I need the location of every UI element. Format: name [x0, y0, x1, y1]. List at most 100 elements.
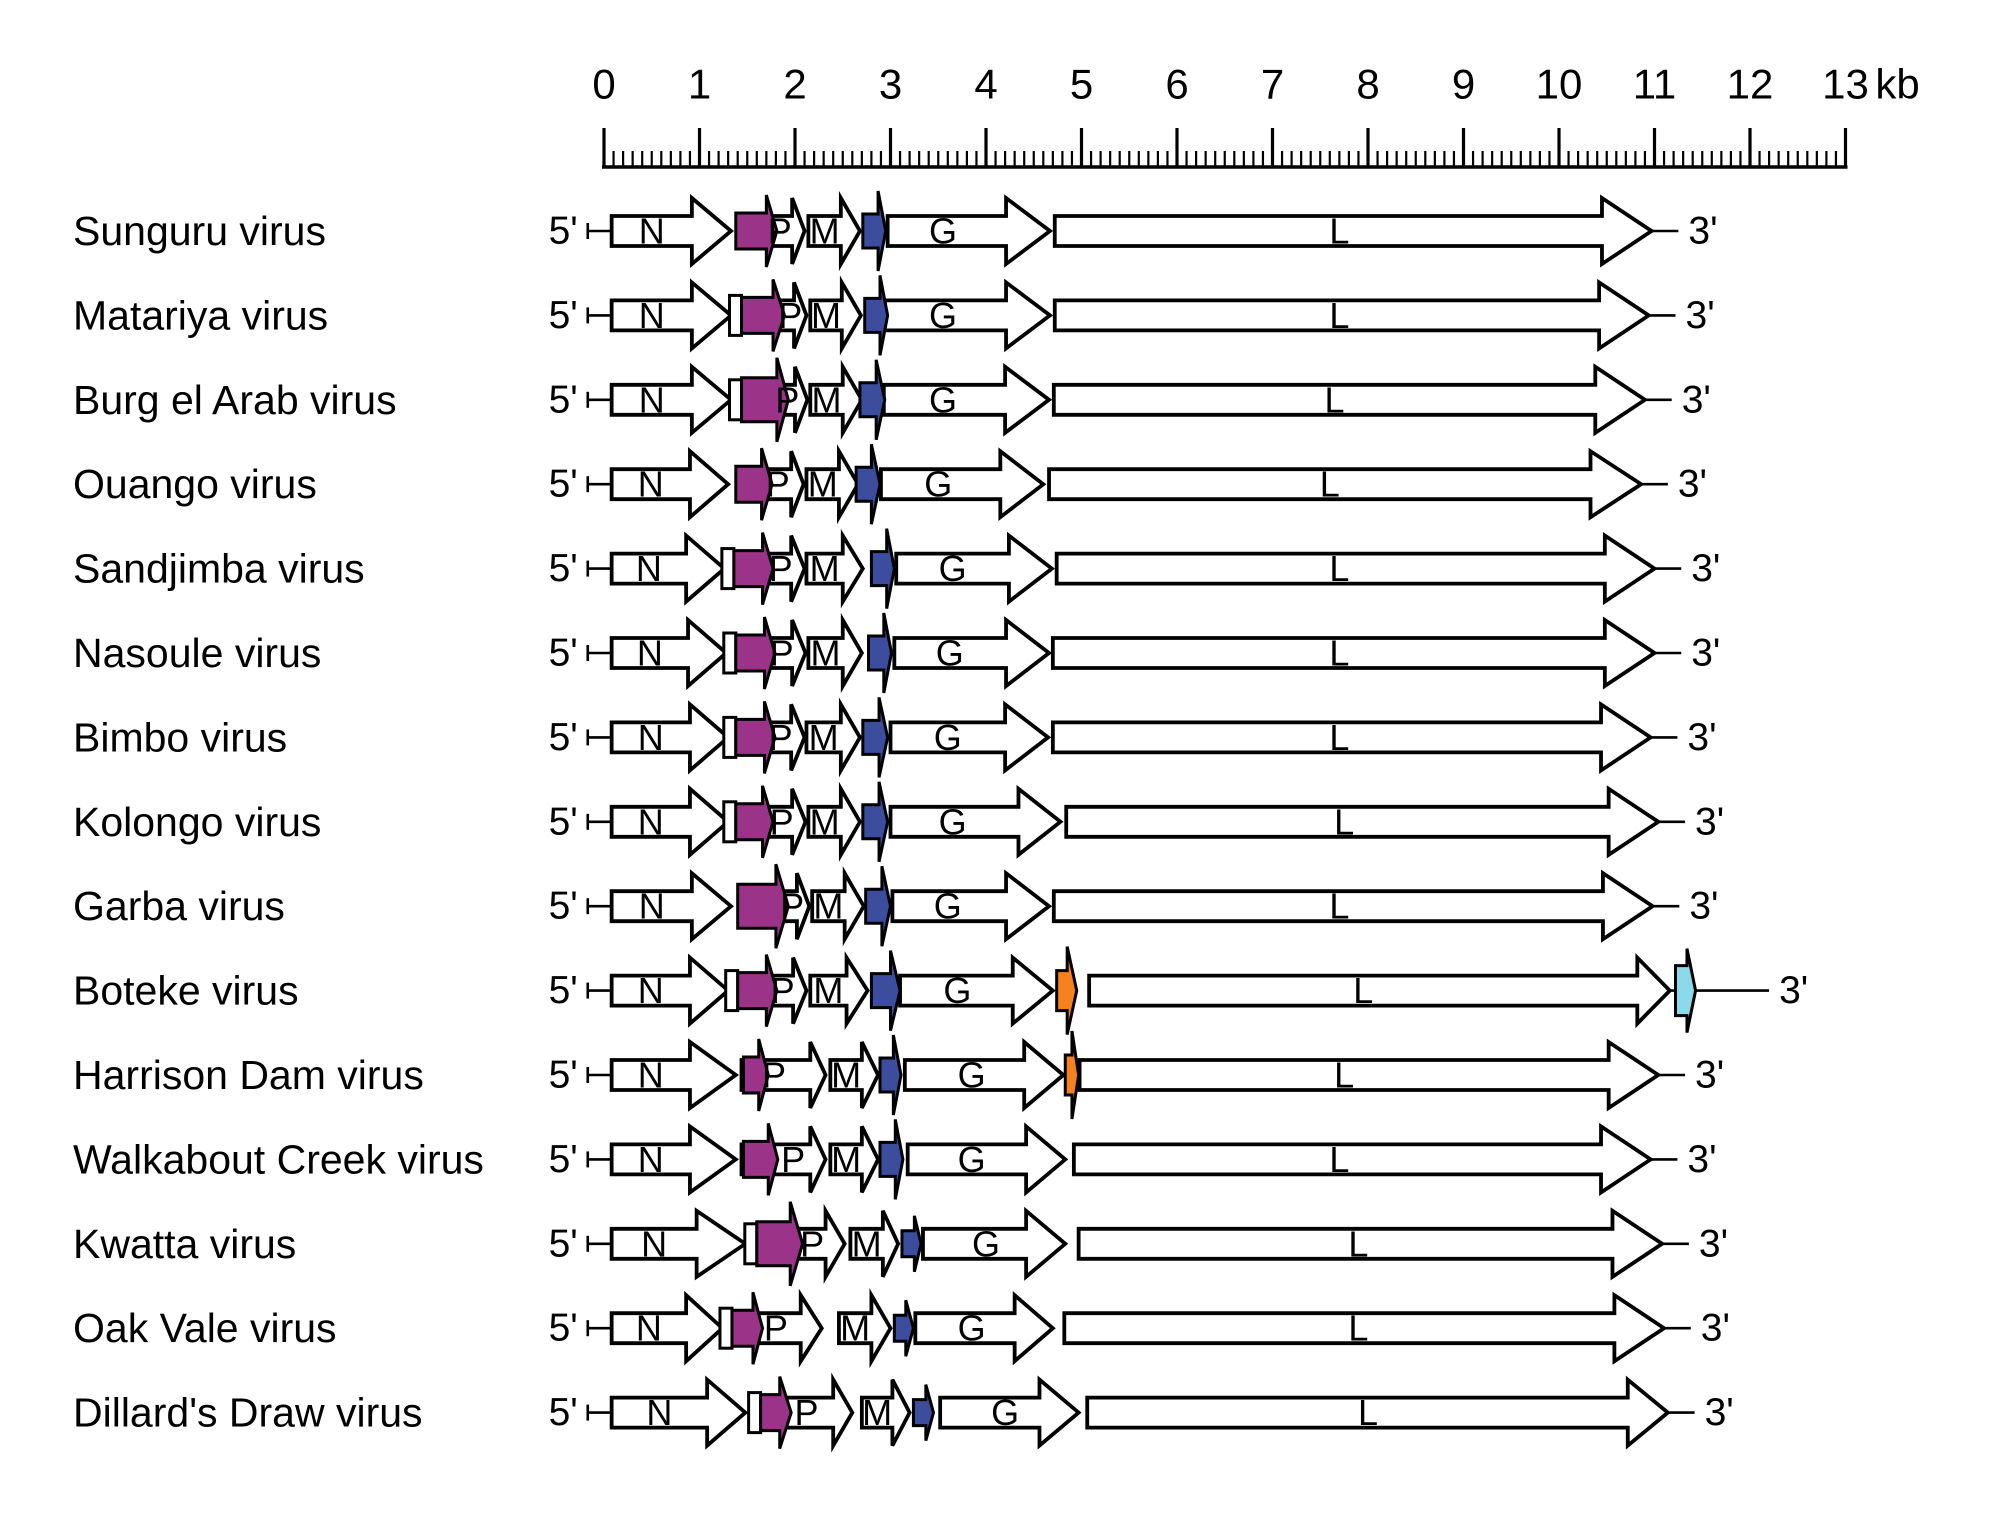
accessory-orf-blue-arrow [867, 612, 893, 694]
ruler-tick-label: 7 [1261, 61, 1284, 108]
gene-arrow-L [1052, 194, 1656, 268]
five-prime-label: 5' [549, 1222, 578, 1265]
gene-label-N: N [639, 295, 665, 336]
gene-label-L: L [1329, 886, 1349, 927]
virus-name-label: Kolongo virus [73, 799, 321, 845]
gene-arrow-N [609, 531, 728, 606]
gene-label-L: L [1329, 717, 1349, 758]
gene-arrow-M [806, 190, 863, 272]
virus-name-label: Nasoule virus [73, 630, 321, 676]
gene-label-N: N [637, 633, 663, 674]
virus-name-label: Walkabout Creek virus [73, 1136, 484, 1182]
five-prime-label: 5' [549, 1307, 578, 1350]
gene-label-G: G [972, 1223, 1000, 1264]
gene-arrow-M [808, 359, 865, 440]
gene-arrow-M [828, 1041, 881, 1109]
gene-arrow-G [905, 1122, 1069, 1197]
gene-label-N: N [639, 379, 665, 420]
gene-label-P: P [778, 295, 802, 336]
gene-arrow-M [859, 1378, 912, 1447]
ruler-tick-label: 9 [1452, 61, 1475, 108]
five-prime-label: 5' [549, 885, 578, 928]
gene-arrow-G [888, 784, 1064, 859]
virus-name-label: Harrison Dam virus [73, 1052, 424, 1098]
virus-name-label: Kwatta virus [73, 1221, 296, 1267]
gene-arrow-L [1051, 869, 1657, 943]
ruler-tick-label: 8 [1356, 61, 1379, 108]
gene-arrow-L [1062, 1291, 1668, 1365]
accessory-orf-blue-arrow [878, 1034, 903, 1116]
gene-label-P: P [769, 717, 793, 758]
gene-arrow-G [898, 953, 1056, 1028]
gene-label-M: M [808, 464, 838, 505]
gene-label-G: G [936, 633, 964, 674]
five-prime-label: 5' [549, 463, 578, 506]
gene-arrow-L [1077, 1038, 1662, 1112]
accessory-orf-blue-arrow [869, 950, 902, 1031]
gene-arrow-G [881, 362, 1053, 437]
virus-name-label: Sunguru virus [73, 208, 326, 254]
virus-name-label: Garba virus [73, 883, 285, 929]
gene-arrow-L [1076, 1207, 1666, 1281]
gene-label-N: N [638, 464, 664, 505]
gene-arrow-M [808, 951, 870, 1031]
accessory-orf-white-box [722, 631, 738, 675]
gene-label-P: P [794, 1392, 818, 1433]
gene-arrow-M [804, 444, 861, 525]
ruler-tick-label: 0 [592, 61, 615, 108]
three-prime-label: 3' [1691, 547, 1720, 590]
gene-arrow-L [1052, 278, 1653, 352]
gene-label-L: L [1348, 1223, 1368, 1264]
accessory-orf-orange-arrow [1055, 946, 1079, 1035]
gene-label-M: M [810, 548, 840, 589]
gene-label-L: L [1348, 1308, 1368, 1349]
gene-label-G: G [924, 464, 952, 505]
gene-label-M: M [813, 886, 843, 927]
gene-label-G: G [929, 379, 957, 420]
accessory-orf-purple-arrow [734, 447, 774, 521]
five-prime-label: 5' [549, 378, 578, 421]
gene-arrow-L [1054, 532, 1658, 606]
gene-label-N: N [638, 970, 664, 1011]
ruler-tick-label: 10 [1536, 61, 1583, 108]
gene-arrow-L [1050, 616, 1658, 690]
accessory-orf-blue-arrow [854, 443, 882, 525]
gene-label-G: G [929, 211, 957, 252]
gene-arrow-G [888, 700, 1052, 775]
five-prime-label: 5' [549, 632, 578, 675]
gene-arrow-M [837, 1288, 893, 1369]
accessory-orf-purple-arrow [736, 954, 779, 1028]
accessory-orf-white-box [728, 378, 744, 422]
accessory-orf-blue-arrow [878, 1119, 905, 1200]
gene-label-P: P [770, 633, 794, 674]
accessory-orf-blue-arrow [900, 1215, 923, 1273]
virus-name-label: Matariya virus [73, 292, 328, 338]
ruler-tick-label: 13 [1822, 61, 1869, 108]
gene-label-M: M [813, 970, 843, 1011]
gene-arrow-G [892, 616, 1053, 690]
gene-label-P: P [775, 379, 799, 420]
gene-arrow-L [1047, 447, 1645, 521]
gene-label-P: P [770, 801, 794, 842]
ruler-unit-label: kb [1875, 61, 1919, 108]
gene-arrow-N [609, 362, 734, 437]
five-prime-label: 5' [549, 1054, 578, 1097]
virus-name-label: Bimbo virus [73, 714, 287, 760]
accessory-orf-purple-arrow [734, 785, 775, 859]
gene-arrow-N [609, 700, 732, 775]
gene-label-M: M [809, 717, 839, 758]
gene-arrow-N [609, 1122, 740, 1197]
gene-label-L: L [1329, 211, 1349, 252]
accessory-orf-blue-arrow [861, 697, 890, 778]
gene-arrow-N [609, 1375, 749, 1450]
gene-label-N: N [638, 1139, 664, 1180]
gene-label-L: L [1325, 379, 1345, 420]
accessory-orf-purple-arrow [736, 863, 790, 949]
